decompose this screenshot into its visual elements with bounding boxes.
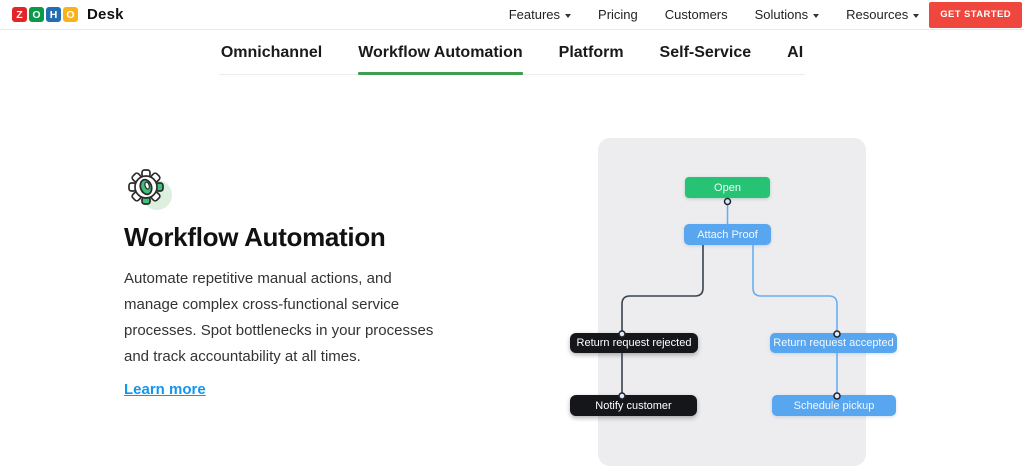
nav-item-pricing[interactable]: Pricing	[598, 7, 638, 22]
learn-more-link[interactable]: Learn more	[124, 381, 206, 398]
flow-node-schedule-pickup: Schedule pickup	[772, 395, 896, 416]
logo-letter-z: Z	[12, 7, 27, 22]
logo-letter-o2: O	[63, 7, 78, 22]
nav-item-label: Solutions	[754, 7, 809, 22]
zoho-desk-logo[interactable]: Z O H O Desk	[12, 6, 124, 23]
nav-item-solutions[interactable]: Solutions	[754, 7, 820, 22]
nav-item-features[interactable]: Features	[508, 7, 572, 22]
flow-node-return-request-rejected: Return request rejected	[570, 333, 698, 353]
product-name: Desk	[87, 6, 124, 23]
feature-content: Workflow Automation Automate repetitive …	[124, 162, 454, 399]
nav-item-label: Resources	[846, 7, 909, 22]
logo-letter-h: H	[46, 7, 61, 22]
nav-item-label: Customers	[664, 7, 728, 22]
chevron-down-icon	[813, 13, 820, 18]
chevron-down-icon	[565, 13, 572, 18]
flow-node-return-request-accepted: Return request accepted	[770, 333, 897, 353]
gear-icon	[128, 169, 172, 210]
chevron-down-icon	[913, 13, 920, 18]
get-started-button[interactable]: GET STARTED	[929, 1, 1022, 28]
nav-item-customers[interactable]: Customers	[665, 7, 728, 22]
top-header: Z O H O Desk Features Pricing Customers …	[0, 0, 1024, 30]
feature-description: Automate repetitive manual actions, and …	[124, 270, 434, 365]
nav-item-label: Pricing	[598, 7, 638, 22]
flow-node-attach-proof: Attach Proof	[684, 224, 771, 245]
flow-node-notify-customer: Notify customer	[570, 395, 697, 416]
tab-omnichannel[interactable]: Omnichannel	[220, 44, 323, 61]
section-tabs-row: Omnichannel Workflow Automation Platform…	[0, 31, 1024, 75]
tab-ai[interactable]: AI	[787, 44, 804, 61]
tab-workflow-automation[interactable]: Workflow Automation	[358, 44, 524, 75]
flow-node-open: Open	[685, 177, 770, 198]
workflow-diagram: Open Attach Proof Return request rejecte…	[560, 130, 910, 475]
logo-letter-o1: O	[29, 7, 44, 22]
top-navigation: Features Pricing Customers Solutions Res…	[509, 7, 920, 22]
nav-item-label: Features	[508, 7, 561, 22]
nav-item-resources[interactable]: Resources	[846, 7, 920, 22]
section-tabs: Omnichannel Workflow Automation Platform…	[218, 31, 806, 75]
page-title: Workflow Automation	[124, 222, 386, 252]
tab-self-service[interactable]: Self-Service	[659, 44, 752, 61]
tab-platform[interactable]: Platform	[558, 44, 624, 61]
